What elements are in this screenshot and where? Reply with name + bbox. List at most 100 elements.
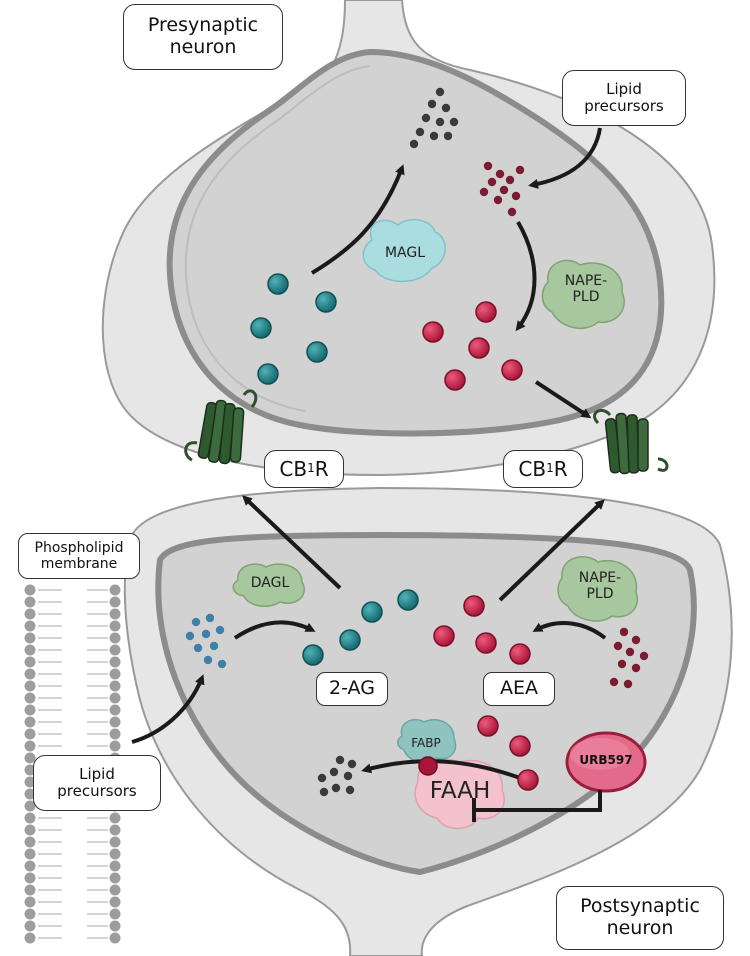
- phospholipid-head: [24, 620, 36, 632]
- faah-label: FAAH: [429, 778, 491, 804]
- phospholipid-head: [109, 608, 121, 620]
- cb1r-right-r: R: [553, 456, 568, 481]
- urb597-inhibitor: [565, 731, 647, 793]
- lipid-pre-line1: Lipid: [606, 79, 642, 98]
- lipid-precursor-dot-pre: [495, 169, 505, 179]
- aea-molecule-post: [475, 632, 497, 654]
- lipid-precursor-dot-post-maroon: [613, 641, 623, 651]
- aea-molecule-post: [463, 595, 485, 617]
- lipid-precursors-pre-label: Lipid precursors: [562, 70, 686, 126]
- lipid-precursor-dot-post-maroon: [623, 679, 633, 689]
- two-ag-molecule-post: [339, 629, 361, 651]
- lipid-precursor-dot-post-maroon: [631, 635, 641, 645]
- phospholipid-head: [24, 932, 36, 944]
- arrow-lipid-to-pre-precursors: [528, 127, 602, 189]
- urb597-label: URB597: [579, 753, 633, 767]
- degradation-product-dot-post: [335, 755, 345, 765]
- degradation-product-dot-post: [345, 785, 355, 795]
- phospholipid-head: [24, 908, 36, 920]
- lipid-precursor-dot-pre: [479, 187, 489, 197]
- lipid-pre-line2: precursors: [584, 97, 664, 115]
- aea-molecule-post: [477, 715, 499, 737]
- degradation-product-dot-post: [331, 783, 341, 793]
- aea-molecule-pre: [501, 359, 523, 381]
- degradation-product-dot-post: [329, 767, 339, 777]
- lipid-precursor-dot-pre: [487, 177, 497, 187]
- lipid-precursor-dot-post-blue: [201, 629, 211, 639]
- cb1r-left-cb: CB: [279, 456, 308, 481]
- aea-molecule-pre: [468, 337, 490, 359]
- phospholipid-head: [24, 872, 36, 884]
- arrow-lipid-post-to-blue-precursors: [131, 674, 205, 744]
- phospholipid-head: [24, 716, 36, 728]
- phospholipid-head: [24, 752, 36, 764]
- degradation-product-dot-pre: [435, 117, 445, 127]
- lipid-precursors-post-label: Lipid precursors: [33, 755, 161, 811]
- aea-text: AEA: [500, 677, 538, 700]
- nape-pld-pre-enzyme-shape: [541, 259, 625, 330]
- phospholipid-head: [24, 668, 36, 680]
- magl-enzyme-shape: [362, 218, 446, 283]
- phospholipid-head: [109, 716, 121, 728]
- degradation-product-dot-pre: [421, 113, 431, 123]
- phospholipid-head: [24, 644, 36, 656]
- phospholipid-head: [24, 824, 36, 836]
- two-ag-molecule-post: [361, 601, 383, 623]
- cb1r-receptor-left: [184, 389, 258, 465]
- phospholipid-membrane-label: Phospholipid membrane: [18, 533, 140, 579]
- presynaptic-label-line2: neuron: [169, 36, 237, 58]
- cb1r-right-sub: 1: [546, 461, 554, 476]
- degradation-product-dot-pre: [441, 103, 451, 113]
- phospholipid-head: [24, 728, 36, 740]
- degradation-product-dot-post: [317, 773, 327, 783]
- nape-pld-post-label: NAPE- PLD: [560, 570, 640, 602]
- nape-pld-pre-line1: NAPE-: [564, 273, 608, 289]
- phospholipid-head: [109, 932, 121, 944]
- phospholipid-head: [24, 632, 36, 644]
- molecule-layer: [185, 87, 649, 797]
- phospholipid-head: [109, 596, 121, 608]
- arrow-precursors-to-aea-pre: [515, 220, 537, 332]
- lipid-precursor-dot-pre: [499, 185, 509, 195]
- phospholipid-head: [24, 656, 36, 668]
- two-ag-text: 2-AG: [329, 677, 375, 700]
- phospholipid-head: [24, 692, 36, 704]
- lipid-precursor-dot-post-blue: [215, 625, 225, 635]
- arrow-faah-degradation: [361, 759, 521, 780]
- nape-pld-post-line1: NAPE-: [578, 570, 622, 586]
- lipid-precursor-dot-post-blue: [191, 617, 201, 627]
- degradation-product-dot-pre: [435, 87, 445, 97]
- phospholipid-head: [109, 668, 121, 680]
- phospholipid-head: [109, 656, 121, 668]
- aea-molecule-pre: [444, 369, 466, 391]
- phospholipid-head: [109, 896, 121, 908]
- lipid-precursor-dot-post-blue: [217, 659, 227, 669]
- lipid-post-line1: Lipid: [79, 764, 115, 783]
- lipid-precursor-dot-post-maroon: [631, 663, 641, 673]
- inhibition-line-urb597-faah: [475, 790, 602, 812]
- lipid-precursor-dot-post-blue: [185, 631, 195, 641]
- aea-molecule-pre: [475, 301, 497, 323]
- postsynaptic-label-line1: Postsynaptic: [580, 895, 700, 918]
- arrow-aea-pre-to-receptor: [534, 380, 592, 419]
- degradation-product-dot-post: [347, 759, 357, 769]
- phospholipid-head: [24, 704, 36, 716]
- lipid-precursor-dot-post-blue: [203, 655, 213, 665]
- magl-label: MAGL: [384, 245, 426, 261]
- phospholipid-head: [109, 620, 121, 632]
- lipid-precursor-dot-pre: [511, 191, 521, 201]
- cb1r-left-r: R: [314, 456, 329, 481]
- lipid-precursor-dot-pre: [493, 195, 503, 205]
- two-ag-label: 2-AG: [316, 672, 388, 706]
- phospholipid-head: [109, 584, 121, 596]
- lipid-precursor-dot-pre: [507, 207, 517, 217]
- phospholipid-head: [109, 680, 121, 692]
- cb1r-right-cb: CB: [518, 456, 547, 481]
- phospholipid-head: [24, 740, 36, 752]
- arrow-aea-post-to-receptor: [498, 499, 605, 602]
- phospholipid-line1: Phospholipid: [34, 539, 124, 556]
- phospholipid-head: [109, 704, 121, 716]
- phospholipid-head: [24, 596, 36, 608]
